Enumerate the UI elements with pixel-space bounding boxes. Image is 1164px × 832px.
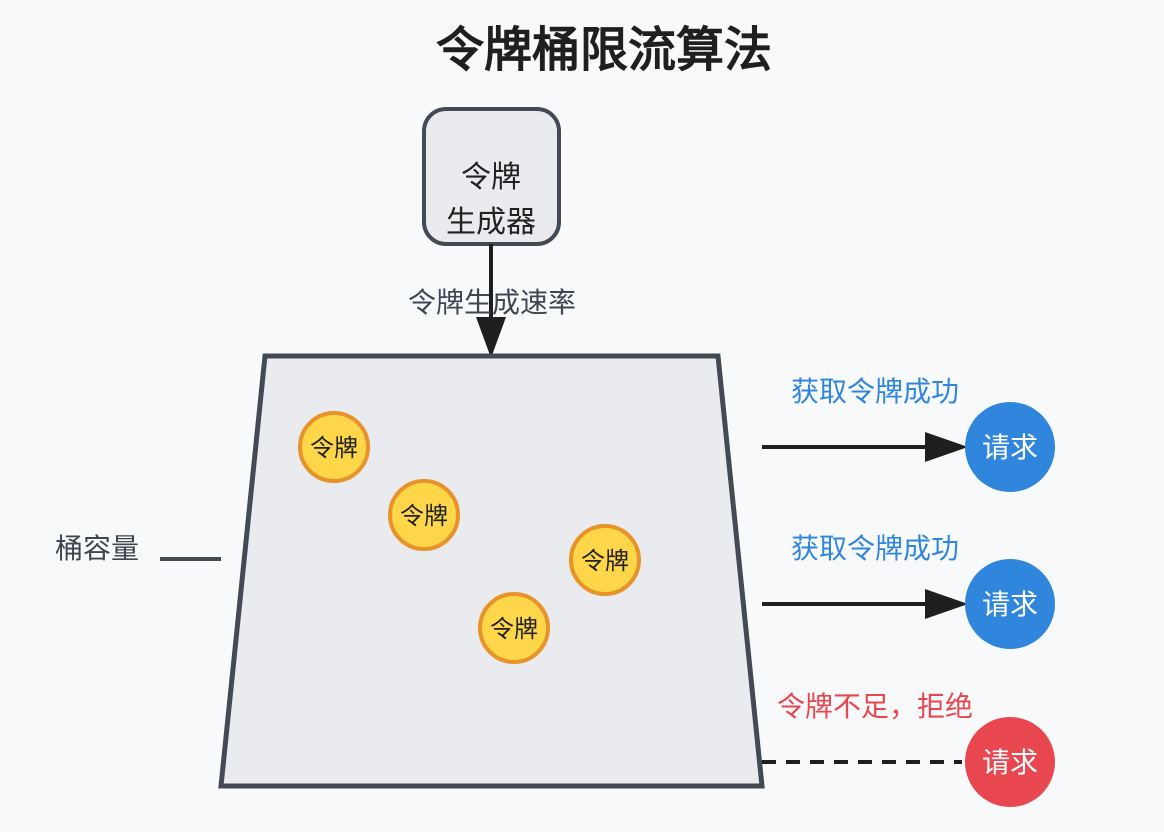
request-arrow-head [925,589,968,619]
diagram-title: 令牌桶限流算法 [436,22,772,78]
token-coin-label: 令牌 [400,502,448,530]
token-generator: 令牌 生成器 [422,107,561,246]
token-generator-label-line1: 令牌 [461,160,521,195]
token-coin: 令牌 [298,411,370,483]
token-coin-label: 令牌 [490,615,538,643]
request-node-success: 请求 [965,402,1055,492]
token-generator-label-line2: 生成器 [446,205,536,240]
token-coin: 令牌 [388,479,460,551]
token-coin: 令牌 [478,592,550,664]
request-status-success-label: 获取令牌成功 [791,375,959,408]
generation-rate-label: 令牌生成速率 [408,286,576,319]
token-bucket [218,353,765,789]
request-status-success-label: 获取令牌成功 [791,532,959,565]
token-coin: 令牌 [569,524,641,596]
request-node-label: 请求 [982,588,1038,621]
request-arrow-head [925,432,968,462]
request-status-rejected-label: 令牌不足，拒绝 [777,690,973,723]
token-coin-label: 令牌 [581,547,629,575]
bucket-capacity-label: 桶容量 [55,532,139,565]
generation-arrow-head [476,317,506,358]
request-node-label: 请求 [982,746,1038,779]
request-node-success: 请求 [965,559,1055,649]
request-node-label: 请求 [982,431,1038,464]
token-coin-label: 令牌 [310,434,358,462]
request-node-rejected: 请求 [965,717,1055,807]
